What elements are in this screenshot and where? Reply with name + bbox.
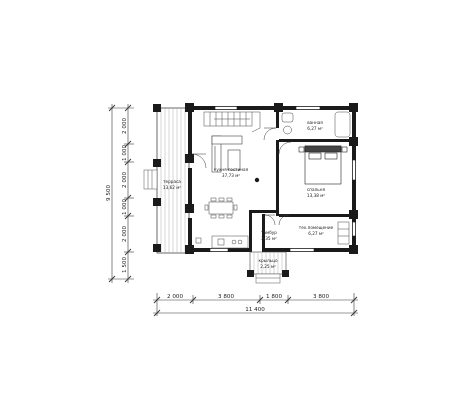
room-label-tech-room-name: тех.помещение [299, 225, 334, 230]
dim-v-4: 1 000 [122, 199, 128, 215]
bed [298, 145, 348, 185]
room-label-hall-area: 2,35 м² [261, 236, 277, 241]
vertical-dimension-labels: 2 000 1 000 2 000 1 000 2 000 1 500 9 50… [106, 118, 128, 273]
dim-h-2: 3 800 [218, 294, 234, 300]
tech-equipment [337, 221, 350, 245]
room-label-porch-area: 2,25 м² [260, 264, 276, 269]
room-label-terrace-area: 13,62 м² [163, 185, 181, 190]
dim-h-1: 2 000 [167, 294, 183, 300]
terrace-deck [143, 104, 190, 254]
horizontal-dimension-labels: 2 000 3 800 1 800 3 800 11 400 [167, 294, 329, 313]
dim-h-4: 3 800 [313, 294, 329, 300]
room-label-porch-name: крыльцо [258, 258, 277, 263]
staircase [203, 111, 261, 133]
dim-v-2: 1 000 [122, 145, 128, 161]
room-label-kitchen-living-name: кухня-гостиная [214, 167, 249, 172]
room-label-bathroom-area: 6,27 м² [307, 126, 323, 131]
horizontal-dimension-chain [153, 293, 358, 317]
dim-v-total: 9 500 [106, 185, 112, 201]
interior-walls [249, 108, 352, 252]
stove-icon [254, 177, 260, 183]
windows [209, 106, 356, 252]
dim-h-total: 11 400 [245, 307, 265, 313]
porch [247, 251, 289, 284]
bathroom-fixtures [281, 111, 351, 138]
dim-v-6: 1 500 [122, 257, 128, 273]
room-label-hall-name: тамбур [261, 230, 277, 235]
room-label-bathroom-name: ванная [307, 120, 323, 125]
dim-v-3: 2 000 [122, 172, 128, 188]
vertical-dimension-chain [108, 104, 134, 283]
dim-v-1: 2 000 [122, 118, 128, 134]
room-label-kitchen-living-area: 37,73 м² [222, 173, 240, 178]
doors [191, 127, 292, 226]
sofa [211, 135, 243, 173]
room-label-bedroom-name: спальня [307, 187, 325, 192]
room-label-bedroom-area: 13,38 м² [307, 193, 325, 198]
log-corners [185, 103, 358, 254]
kitchen-counter [195, 235, 249, 249]
dim-v-5: 2 000 [122, 226, 128, 242]
dim-h-3: 1 800 [266, 294, 282, 300]
dining-table [204, 197, 238, 219]
room-label-terrace-name: терраса [163, 179, 181, 184]
room-labels: кухня-гостиная 37,73 м² ванная 6,27 м² с… [163, 120, 334, 269]
room-label-tech-room-area: 6,27 м² [308, 231, 324, 236]
